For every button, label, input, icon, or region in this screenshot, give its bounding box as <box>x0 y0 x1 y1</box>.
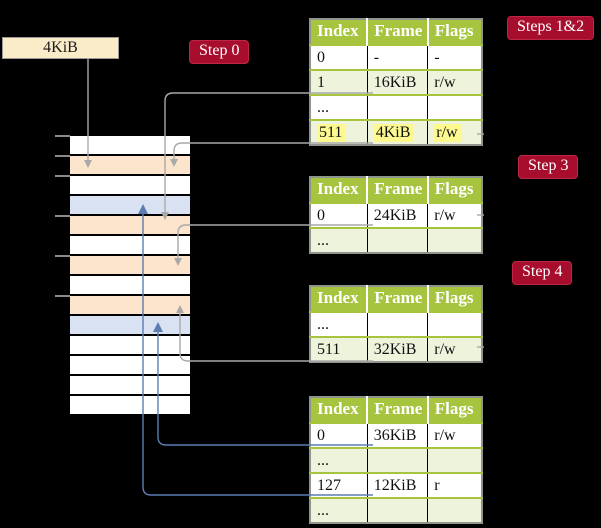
column-header-frame: Frame <box>367 397 429 423</box>
table-cell <box>427 227 482 253</box>
table-row: 127 12KiB r <box>310 472 482 498</box>
table-cell: 511 <box>310 336 368 362</box>
table-cell: 32KiB <box>367 336 429 362</box>
table-cell: 12KiB <box>367 472 429 498</box>
memory-frame-row <box>70 176 190 194</box>
table-cell: r/w <box>427 202 482 228</box>
table-cell: r/w <box>427 336 482 362</box>
table-row: ... <box>310 311 482 337</box>
table-cell: r <box>427 472 482 498</box>
column-header-flags: Flags <box>427 397 482 423</box>
table-row: 0 36KiB r/w <box>310 422 482 448</box>
memory-tick <box>55 295 70 297</box>
memory-frame-row <box>70 356 190 374</box>
table-row: ... <box>310 94 482 120</box>
table-row: 0 - - <box>310 44 482 70</box>
memory-frame-row <box>70 336 190 354</box>
column-header-index: Index <box>310 286 369 312</box>
table-cell: - <box>367 44 429 70</box>
table-cell <box>367 447 429 473</box>
table-cell: ... <box>310 311 368 337</box>
page-table-step-4-lower: Index Frame Flags 0 36KiB r/w ... 127 12… <box>309 396 483 524</box>
step-0-badge: Step 0 <box>189 40 250 64</box>
table-cell: 16KiB <box>367 69 429 95</box>
table-cell <box>367 311 429 337</box>
column-header-index: Index <box>310 177 369 203</box>
frame-size-label: 4KiB <box>43 39 78 56</box>
column-header-index: Index <box>310 19 369 45</box>
table-cell <box>367 497 429 523</box>
memory-frame-row <box>70 276 190 294</box>
table-cell: 511 <box>310 119 368 145</box>
column-header-index: Index <box>310 397 369 423</box>
memory-frame-row <box>70 196 190 214</box>
table-cell: 1 <box>310 69 368 95</box>
table-cell: ... <box>310 447 368 473</box>
physical-memory-stack <box>70 136 190 416</box>
step-4-badge: Step 4 <box>512 261 573 285</box>
column-header-flags: Flags <box>427 286 482 312</box>
step-3-badge: Step 3 <box>518 155 579 179</box>
column-header-frame: Frame <box>367 177 429 203</box>
table-row: ... <box>310 497 482 523</box>
table-row: 511 32KiB r/w <box>310 336 482 362</box>
memory-frame-row <box>70 296 190 314</box>
table-cell <box>367 227 429 253</box>
table-cell <box>427 311 482 337</box>
table-cell: 4KiB <box>367 119 429 145</box>
page-table-steps-1-2: Index Frame Flags 0 - - 1 16KiB r/w ... … <box>309 18 483 146</box>
memory-frame-row <box>70 236 190 254</box>
frame-size-box: 4KiB <box>2 37 119 59</box>
memory-tick <box>55 255 70 257</box>
table-cell: r/w <box>427 119 482 145</box>
table-cell: 24KiB <box>367 202 429 228</box>
column-header-flags: Flags <box>427 19 482 45</box>
steps-1-2-badge: Steps 1&2 <box>507 16 595 40</box>
table-row: ... <box>310 227 482 253</box>
table-header-row: Index Frame Flags <box>310 19 482 45</box>
table-cell <box>367 94 429 120</box>
table-cell <box>427 447 482 473</box>
table-cell: 0 <box>310 202 368 228</box>
table-header-row: Index Frame Flags <box>310 286 482 312</box>
table-cell: r/w <box>427 69 482 95</box>
memory-frame-row <box>70 136 190 154</box>
page-table-step-3: Index Frame Flags 0 24KiB r/w ... <box>309 176 483 254</box>
table-row: 1 16KiB r/w <box>310 69 482 95</box>
table-header-row: Index Frame Flags <box>310 177 482 203</box>
table-header-row: Index Frame Flags <box>310 397 482 423</box>
memory-tick <box>55 155 70 157</box>
table-row: ... <box>310 447 482 473</box>
table-row-highlighted: 511 4KiB r/w <box>310 119 482 145</box>
memory-frame-row <box>70 256 190 274</box>
memory-tick <box>55 175 70 177</box>
table-cell: 0 <box>310 422 368 448</box>
column-header-frame: Frame <box>367 286 429 312</box>
memory-frame-row <box>70 376 190 394</box>
page-table-step-4-upper: Index Frame Flags ... 511 32KiB r/w <box>309 285 483 363</box>
memory-frame-row <box>70 316 190 334</box>
table-cell: 127 <box>310 472 368 498</box>
table-cell: ... <box>310 497 368 523</box>
table-cell: ... <box>310 227 368 253</box>
column-header-flags: Flags <box>427 177 482 203</box>
table-cell: r/w <box>427 422 482 448</box>
table-cell <box>427 94 482 120</box>
table-row: 0 24KiB r/w <box>310 202 482 228</box>
memory-frame-row <box>70 396 190 414</box>
memory-tick <box>55 135 70 137</box>
table-cell: - <box>427 44 482 70</box>
table-cell: 36KiB <box>367 422 429 448</box>
memory-frame-row <box>70 216 190 234</box>
column-header-frame: Frame <box>367 19 429 45</box>
memory-tick <box>55 215 70 217</box>
table-cell: 0 <box>310 44 368 70</box>
table-cell: ... <box>310 94 368 120</box>
table-cell <box>427 497 482 523</box>
memory-frame-row <box>70 156 190 174</box>
